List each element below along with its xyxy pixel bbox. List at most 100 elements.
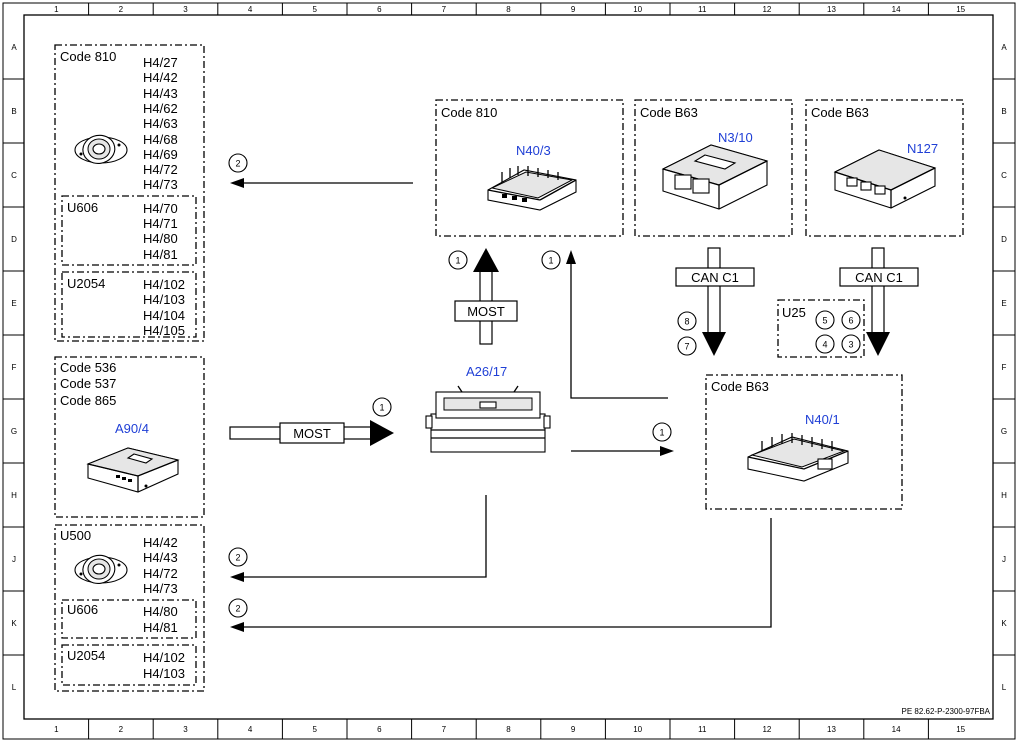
u25-group: U25 5 6 4 3 xyxy=(777,299,865,358)
can-bus-n127: CAN C1 xyxy=(839,247,919,356)
column-label: 1 xyxy=(54,5,59,14)
n127-b63-box xyxy=(805,99,964,237)
column-label: 14 xyxy=(892,5,901,14)
connection-a26-17-to-n40-1: 1 xyxy=(571,422,674,456)
column-label: 13 xyxy=(827,725,836,734)
column-label: 12 xyxy=(762,725,771,734)
row-label: A xyxy=(11,43,17,52)
connection-n40-1-to-n40-3: 1 xyxy=(541,250,668,399)
callout-circle xyxy=(841,334,861,354)
grid-ticks xyxy=(3,3,1015,739)
speaker-ref: H4/72 xyxy=(143,162,178,177)
tuner-code: Code 537 xyxy=(60,376,116,391)
u606-label: U606 xyxy=(67,602,98,617)
column-label: 10 xyxy=(633,5,642,14)
row-label: E xyxy=(11,299,16,308)
inner-frame xyxy=(23,14,994,720)
column-label: 6 xyxy=(377,5,382,14)
row-label: L xyxy=(12,683,17,692)
row-label: F xyxy=(12,363,17,372)
callout-circle xyxy=(841,310,861,330)
column-label: 11 xyxy=(698,725,707,734)
callout-circle xyxy=(815,310,835,330)
most-label: MOST xyxy=(293,426,331,441)
column-label: 4 xyxy=(248,725,253,734)
callout-circle xyxy=(228,547,248,567)
amp-b63-group: Code B63 N40/1 xyxy=(705,374,903,510)
speaker-icon xyxy=(74,134,128,164)
speaker-icon xyxy=(74,554,128,584)
u25-box xyxy=(777,299,865,358)
component-label-n3-10: N3/10 xyxy=(718,130,753,145)
row-label: A xyxy=(1001,43,1007,52)
column-label: 3 xyxy=(183,5,188,14)
column-label: 9 xyxy=(571,5,576,14)
column-label: 6 xyxy=(377,725,382,734)
column-label: 2 xyxy=(119,5,124,14)
most-bus-tuner: MOST 1 xyxy=(229,397,394,446)
callout-circle xyxy=(815,334,835,354)
speaker-ref: H4/80 xyxy=(143,231,178,246)
callout-number: 1 xyxy=(455,256,460,266)
column-label: 14 xyxy=(892,725,901,734)
speaker-ref: H4/27 xyxy=(143,55,178,70)
column-label: 5 xyxy=(312,725,317,734)
u2054-label: U2054 xyxy=(67,648,105,663)
row-label: D xyxy=(11,235,17,244)
can-label: CAN C1 xyxy=(855,270,903,285)
speaker-ref: H4/81 xyxy=(143,247,178,262)
callout-number: 7 xyxy=(684,342,689,352)
column-label: 4 xyxy=(248,5,253,14)
u25-label: U25 xyxy=(782,305,806,320)
column-label: 7 xyxy=(442,725,447,734)
u500-label: U500 xyxy=(60,528,91,543)
callout-number: 4 xyxy=(822,340,827,350)
speaker-ref: H4/70 xyxy=(143,201,178,216)
u606-box xyxy=(61,599,197,639)
speaker-ref: H4/73 xyxy=(143,581,178,596)
callout-circle xyxy=(652,422,672,442)
speaker-ref: H4/62 xyxy=(143,101,178,116)
speaker-ref: H4/102 xyxy=(143,277,185,292)
column-label: 15 xyxy=(956,725,965,734)
speaker-ref: H4/105 xyxy=(143,323,185,338)
column-label: 12 xyxy=(762,5,771,14)
engine-b63-box xyxy=(634,99,793,237)
most-label: MOST xyxy=(467,304,505,319)
callout-circle xyxy=(448,250,468,270)
group-code-label: Code B63 xyxy=(711,379,769,394)
group-code-label: Code 810 xyxy=(441,105,497,120)
row-label: B xyxy=(1001,107,1006,116)
can-bus-n3-10: CAN C1 8 7 xyxy=(675,247,755,356)
column-label: 15 xyxy=(956,5,965,14)
row-label: C xyxy=(11,171,17,180)
callout-number: 1 xyxy=(659,428,664,438)
callout-number: 1 xyxy=(379,403,384,413)
speaker-ref: H4/103 xyxy=(143,666,185,681)
callout-number: 3 xyxy=(848,340,853,350)
speaker-ref: H4/103 xyxy=(143,292,185,307)
row-label: K xyxy=(1001,619,1007,628)
column-label: 3 xyxy=(183,725,188,734)
row-label: H xyxy=(1001,491,1007,500)
group-code-label: Code B63 xyxy=(811,105,869,120)
column-label: 2 xyxy=(119,725,124,734)
row-label: C xyxy=(1001,171,1007,180)
u2054-label: U2054 xyxy=(67,276,105,291)
callout-circle xyxy=(541,250,561,270)
speaker-ref: H4/102 xyxy=(143,650,185,665)
callout-circle xyxy=(228,153,248,173)
row-label: F xyxy=(1002,363,1007,372)
column-label: 8 xyxy=(506,5,511,14)
head-unit-icon xyxy=(425,385,551,453)
callout-number: 5 xyxy=(822,316,827,326)
speaker-ref: H4/63 xyxy=(143,116,178,131)
column-label: 11 xyxy=(698,5,707,14)
head-unit-group: A26/17 xyxy=(425,364,551,453)
speaker-ref: H4/72 xyxy=(143,566,178,581)
column-label: 8 xyxy=(506,725,511,734)
connection-n40-3-to-speakers: 2 xyxy=(228,153,413,188)
